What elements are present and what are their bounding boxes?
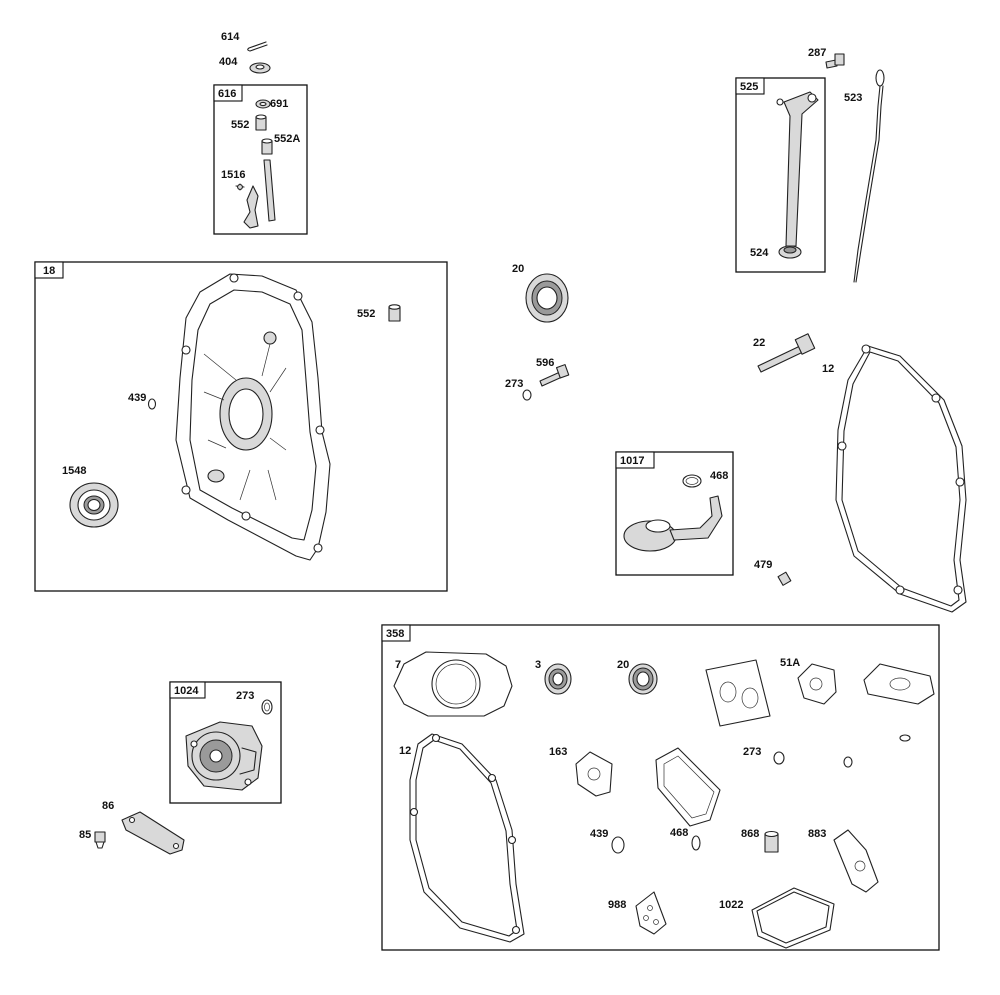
callout-468-kit: 468 <box>670 827 688 839</box>
callout-988: 988 <box>608 899 626 911</box>
crankcase-cover <box>175 273 331 561</box>
callout-614: 614 <box>221 31 240 43</box>
part-552-bushing <box>255 114 267 131</box>
group-616-box: 616 <box>213 84 308 235</box>
part-468-oring <box>682 474 702 488</box>
callout-523: 523 <box>844 92 862 104</box>
group-18-box: 18 <box>34 261 448 592</box>
callout-20-top: 20 <box>512 263 524 275</box>
part-12-gasket-kit <box>409 733 525 943</box>
callout-287: 287 <box>808 47 826 59</box>
governor-shaft <box>243 159 276 229</box>
group-358-tag: 358 <box>386 628 404 640</box>
part-868-seal <box>764 830 779 853</box>
part-85-bolt <box>94 831 106 849</box>
group-1017-tag: 1017 <box>620 455 644 467</box>
part-525-tube <box>776 91 819 247</box>
part-20-seal-kit <box>628 663 658 695</box>
part-273-washer <box>522 389 532 401</box>
callout-404: 404 <box>219 56 238 68</box>
part-86-plate <box>121 811 185 855</box>
callout-439-kit: 439 <box>590 828 608 840</box>
group-525-box: 525 <box>735 77 826 273</box>
part-1516-screw <box>235 183 245 191</box>
part-273-washer-kit <box>773 751 785 765</box>
callout-552A: 552A <box>274 133 300 145</box>
callout-1548: 1548 <box>62 465 86 477</box>
part-552-dowel <box>388 304 401 322</box>
part-479-screw <box>777 571 792 586</box>
part-404-washer <box>249 62 271 74</box>
valve-cover-gasket <box>655 747 721 827</box>
callout-552-shaft: 552 <box>231 119 249 131</box>
callout-7: 7 <box>395 659 401 671</box>
callout-3: 3 <box>535 659 541 671</box>
callout-22: 22 <box>753 337 765 349</box>
callout-691: 691 <box>270 98 288 110</box>
part-439-oring-kit <box>611 836 625 854</box>
callout-883: 883 <box>808 828 826 840</box>
callout-552-case: 552 <box>357 308 375 320</box>
exhaust-gasket <box>705 659 771 727</box>
part-273-washer-pump <box>261 699 273 715</box>
callout-596: 596 <box>536 357 554 369</box>
callout-1516: 1516 <box>221 169 245 181</box>
part-1548-bearing <box>69 482 119 528</box>
callout-468-top: 468 <box>710 470 728 482</box>
part-552A-bushing <box>261 138 273 155</box>
part-20-seal <box>525 273 569 323</box>
intake-gasket <box>863 663 935 705</box>
part-988-plate <box>635 891 667 935</box>
callout-273-top: 273 <box>505 378 523 390</box>
oil-pump <box>185 721 263 791</box>
part-691-washer <box>255 99 271 109</box>
callout-1022: 1022 <box>719 899 743 911</box>
part-523-dipstick <box>853 69 885 283</box>
callout-524: 524 <box>750 247 769 259</box>
group-525-tag: 525 <box>740 81 758 93</box>
group-18-tag: 18 <box>43 265 55 277</box>
part-51A-gasket <box>797 663 837 705</box>
group-1024-box: 1024 <box>169 681 282 804</box>
callout-51A: 51A <box>780 657 800 669</box>
part-3-seal <box>544 663 572 695</box>
part-287-bolt <box>825 53 845 69</box>
callout-163: 163 <box>549 746 567 758</box>
group-616-tag: 616 <box>218 88 236 100</box>
part-1022-gasket <box>751 887 835 949</box>
part-7-head-gasket <box>393 651 513 717</box>
part-12-gasket-right <box>835 344 967 613</box>
part-614-pin <box>247 41 268 52</box>
part-883-gasket <box>833 829 879 893</box>
part-524-grommet <box>778 245 802 259</box>
callout-479: 479 <box>754 559 772 571</box>
callout-12-kit: 12 <box>399 745 411 757</box>
callout-86: 86 <box>102 800 114 812</box>
callout-439-case: 439 <box>128 392 146 404</box>
callout-868: 868 <box>741 828 759 840</box>
part-439-oring <box>147 398 157 410</box>
callout-273-pump: 273 <box>236 690 254 702</box>
group-1024-tag: 1024 <box>174 685 199 697</box>
part-468-oring-kit <box>691 835 701 851</box>
group-1017-box: 1017 <box>615 451 734 576</box>
part-22-bolt <box>757 333 816 373</box>
small-washers-kit <box>843 734 911 768</box>
group-358-box: 358 <box>381 624 940 951</box>
part-163-gasket <box>575 751 613 797</box>
callout-85: 85 <box>79 829 91 841</box>
callout-20-kit: 20 <box>617 659 629 671</box>
part-596-bolt <box>539 364 570 387</box>
oil-pickup <box>623 495 723 552</box>
callout-12-right: 12 <box>822 363 834 375</box>
callout-273-kit: 273 <box>743 746 761 758</box>
